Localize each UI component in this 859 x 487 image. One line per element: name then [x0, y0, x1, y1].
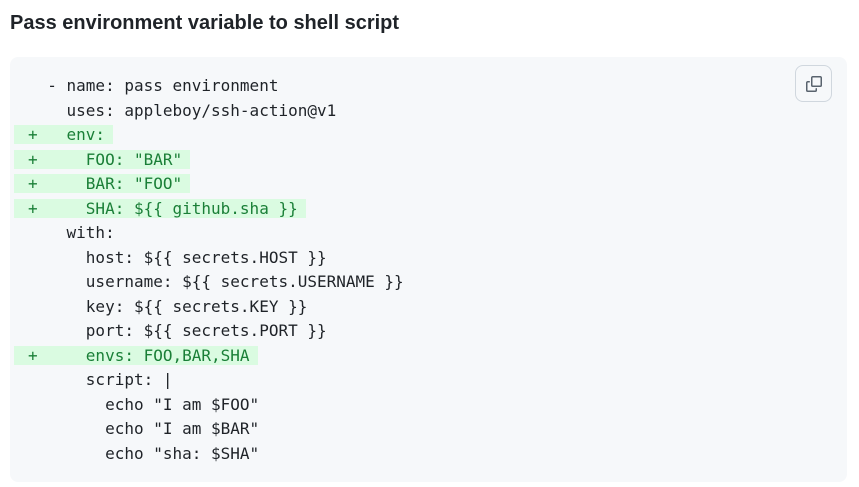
code-line: port: ${{ secrets.PORT }}	[28, 319, 831, 344]
code-line: echo "I am $FOO"	[28, 393, 831, 418]
code-line: with:	[28, 221, 831, 246]
code-block: - name: pass environment uses: appleboy/…	[10, 57, 847, 482]
code-line-text: host: ${{ secrets.HOST }}	[28, 247, 327, 267]
code-line-text: username: ${{ secrets.USERNAME }}	[28, 272, 404, 291]
code-line: script: |	[28, 368, 831, 393]
code-line-addition: + FOO: "BAR"	[14, 148, 831, 173]
code-line-addition: + BAR: "FOO"	[14, 172, 831, 197]
code-line: - name: pass environment	[28, 74, 831, 99]
code-line: host: ${{ secrets.HOST }}	[28, 246, 831, 271]
code-line-text: + FOO: "BAR"	[14, 149, 191, 169]
code-line: echo "I am $BAR"	[28, 417, 831, 442]
code-line-text: with:	[28, 223, 115, 242]
code-line-text: + SHA: ${{ github.sha }}	[14, 198, 306, 218]
code-line-text: echo "I am $BAR"	[28, 419, 260, 438]
code-line-text: echo "I am $FOO"	[28, 394, 260, 414]
code-line: uses: appleboy/ssh-action@v1	[28, 99, 831, 124]
copy-icon	[805, 75, 822, 92]
code-line-text: + envs: FOO,BAR,SHA	[14, 345, 258, 365]
page-title: Pass environment variable to shell scrip…	[10, 12, 400, 34]
code-line-addition: + env:	[14, 123, 831, 148]
code-line-addition: + envs: FOO,BAR,SHA	[14, 344, 831, 369]
code-line-text: uses: appleboy/ssh-action@v1	[28, 100, 337, 120]
copy-button[interactable]	[795, 65, 832, 102]
code-line: username: ${{ secrets.USERNAME }}	[28, 270, 831, 295]
code-lines: - name: pass environment uses: appleboy/…	[14, 74, 831, 467]
code-line: key: ${{ secrets.KEY }}	[28, 295, 831, 320]
code-line-text: script: |	[28, 370, 173, 389]
code-line-text: echo "sha: $SHA"	[28, 443, 260, 463]
code-line-text: + BAR: "FOO"	[14, 174, 191, 193]
code-line-text: port: ${{ secrets.PORT }}	[28, 321, 327, 340]
code-line-text: - name: pass environment	[28, 76, 279, 95]
code-line-text: key: ${{ secrets.KEY }}	[28, 296, 308, 316]
code-line-text: + env:	[14, 125, 114, 144]
code-line: echo "sha: $SHA"	[28, 442, 831, 467]
code-line-addition: + SHA: ${{ github.sha }}	[14, 197, 831, 222]
code-content: - name: pass environment uses: appleboy/…	[10, 57, 847, 482]
